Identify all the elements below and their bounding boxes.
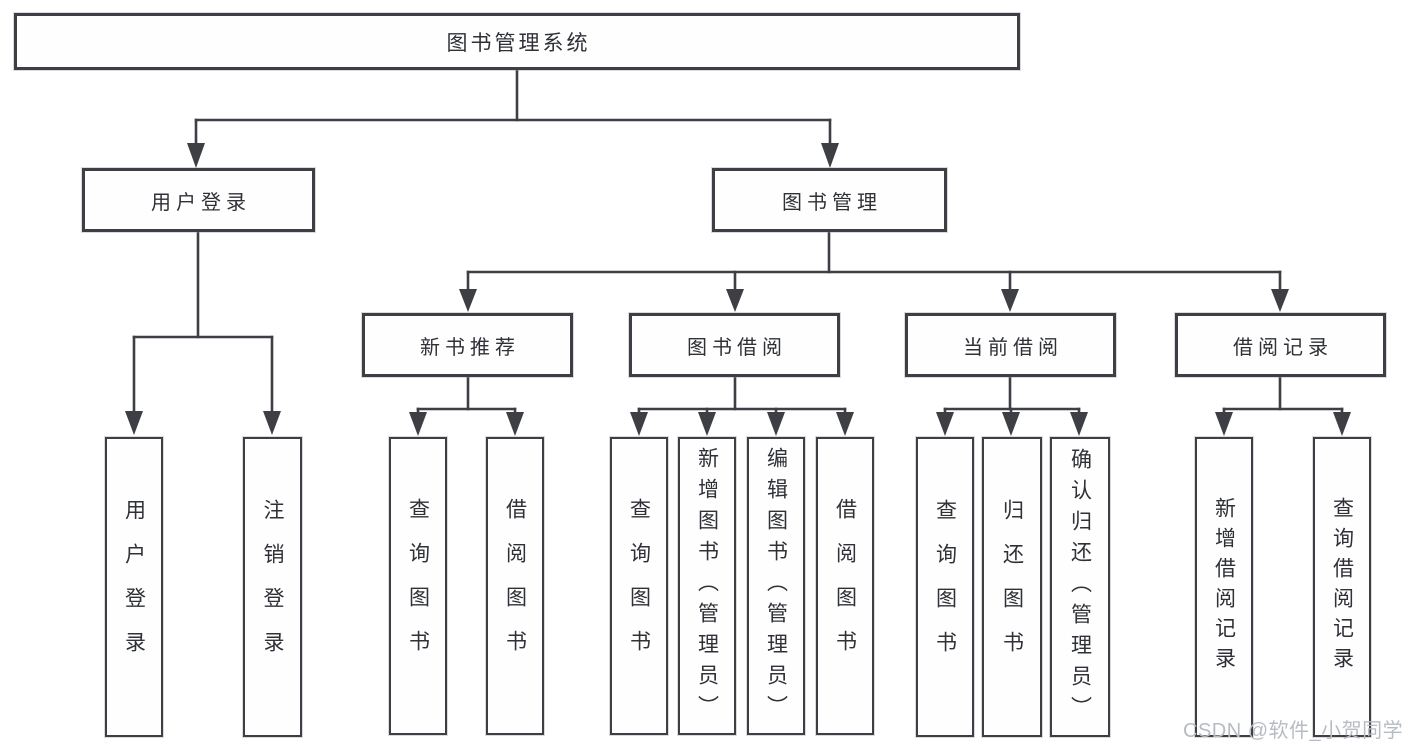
leaf-edit-book-admin: 编辑图书（管理员） — [747, 437, 805, 735]
node-user-login: 用户登录 — [82, 168, 315, 232]
leaf-query-borrow-record: 查询借阅记录 — [1313, 437, 1371, 737]
node-current-borrow: 当前借阅 — [905, 313, 1116, 377]
watermark-csdn: CSDN @软件_小贺同学 — [1183, 720, 1404, 742]
node-new-book-recommend: 新书推荐 — [362, 313, 573, 377]
node-book-borrow: 图书借阅 — [629, 313, 840, 377]
leaf-logout: 注销登录 — [243, 437, 302, 737]
arrowheads — [125, 143, 1351, 436]
node-root: 图书管理系统 — [14, 13, 1020, 70]
leaf-user-login: 用户登录 — [105, 437, 163, 737]
leaf-borrow-books: 借阅图书 — [816, 437, 874, 735]
node-book-management: 图书管理 — [712, 168, 947, 232]
leaf-borrow-books-recommend: 借阅图书 — [486, 437, 544, 735]
leaf-query-books-borrow: 查询图书 — [610, 437, 668, 735]
node-borrow-records: 借阅记录 — [1175, 313, 1386, 377]
leaf-confirm-return-admin: 确认归还（管理员） — [1050, 437, 1110, 737]
leaf-query-books-recommend: 查询图书 — [389, 437, 447, 735]
leaf-add-borrow-record: 新增借阅记录 — [1195, 437, 1253, 737]
leaf-add-book-admin: 新增图书（管理员） — [678, 437, 736, 735]
leaf-query-books-current: 查询图书 — [916, 437, 974, 737]
leaf-return-book: 归还图书 — [982, 437, 1042, 737]
